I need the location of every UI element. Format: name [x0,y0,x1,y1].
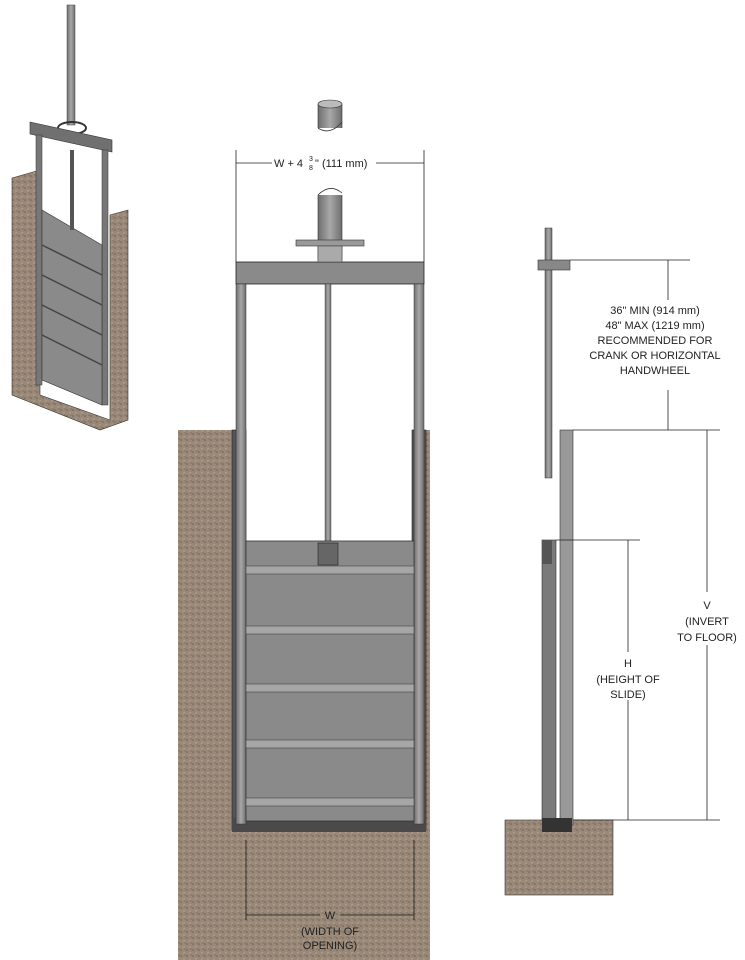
top-width-dimension: W + 4 3 8 " (111 mm) [274,156,367,172]
svg-text:SLIDE): SLIDE) [610,689,645,701]
svg-text:8: 8 [309,165,313,172]
svg-text:V: V [703,600,711,612]
svg-text:RECOMMENDED FOR: RECOMMENDED FOR [598,335,713,347]
svg-text:(WIDTH OF: (WIDTH OF [301,926,359,938]
svg-text:W: W [325,910,336,922]
svg-text:HANDWHEEL: HANDWHEEL [620,365,690,377]
yoke [235,261,425,285]
svg-text:(INVERT: (INVERT [685,616,729,628]
svg-text:3: 3 [309,156,313,163]
isometric-view [11,4,129,431]
svg-text:(HEIGHT OF: (HEIGHT OF [596,674,660,686]
svg-text:W + 4: W + 4 [274,158,303,170]
side-concrete-base [504,819,614,896]
svg-text:H: H [624,658,632,670]
slide-plate [245,540,415,822]
invert-dimension: V (INVERT TO FLOOR) [677,600,737,644]
svg-text:36" MIN (914 mm): 36" MIN (914 mm) [610,305,699,317]
svg-text:" (111 mm): " (111 mm) [315,158,367,170]
side-wall [559,429,574,826]
side-view [504,227,720,896]
front-view [178,99,430,960]
svg-text:48" MAX (1219 mm): 48" MAX (1219 mm) [605,320,704,332]
opening-width-dimension: W (WIDTH OF OPENING) [301,910,359,952]
concrete-floor [178,830,430,960]
stem [324,283,332,547]
yoke-height-note: 36" MIN (914 mm) 48" MAX (1219 mm) RECOM… [589,305,720,377]
svg-text:TO FLOOR): TO FLOOR) [677,632,737,644]
svg-text:CRANK OR HORIZONTAL: CRANK OR HORIZONTAL [589,350,720,362]
concrete-wall-right [424,430,430,830]
slide-height-dimension: H (HEIGHT OF SLIDE) [596,658,660,701]
handwheel-plate [295,239,365,247]
svg-text:OPENING): OPENING) [303,940,357,952]
